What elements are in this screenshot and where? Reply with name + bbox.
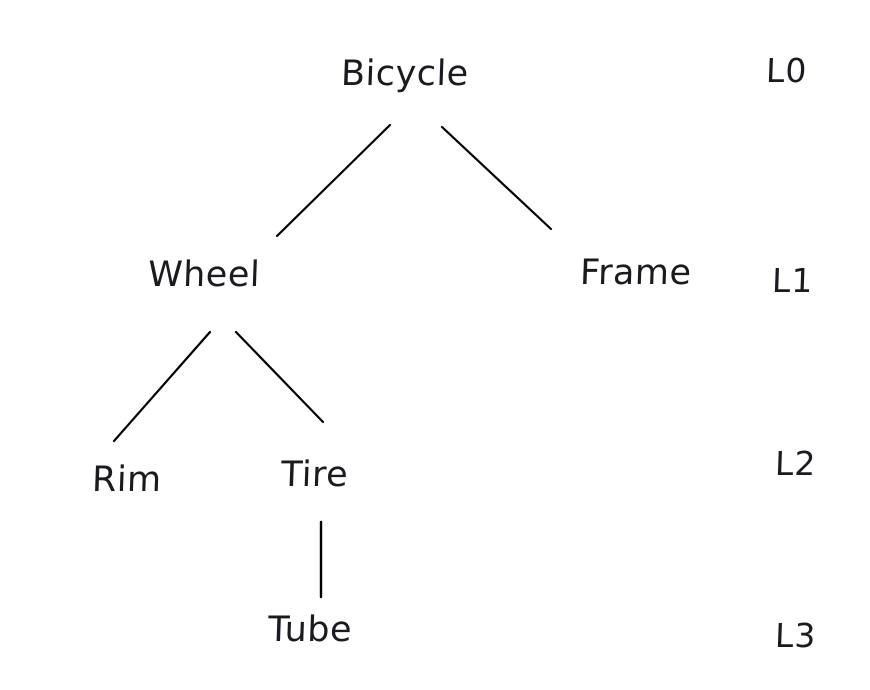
level-label-l0: L0 bbox=[765, 51, 809, 90]
node-bicycle[interactable]: Bicycle bbox=[340, 54, 470, 94]
node-rim[interactable]: Rim bbox=[91, 460, 163, 500]
edge-wheel-rim bbox=[112, 330, 212, 443]
edge-wheel-tire bbox=[234, 330, 325, 424]
edge-bicycle-wheel bbox=[275, 123, 392, 238]
node-tire[interactable]: Tire bbox=[280, 455, 349, 495]
level-label-l3: L3 bbox=[774, 616, 818, 655]
node-frame[interactable]: Frame bbox=[579, 253, 693, 293]
level-label-l1: L1 bbox=[771, 261, 815, 300]
node-tube[interactable]: Tube bbox=[267, 610, 353, 650]
level-label-l2: L2 bbox=[774, 444, 818, 483]
edge-bicycle-frame bbox=[440, 125, 553, 231]
node-wheel[interactable]: Wheel bbox=[147, 255, 261, 295]
